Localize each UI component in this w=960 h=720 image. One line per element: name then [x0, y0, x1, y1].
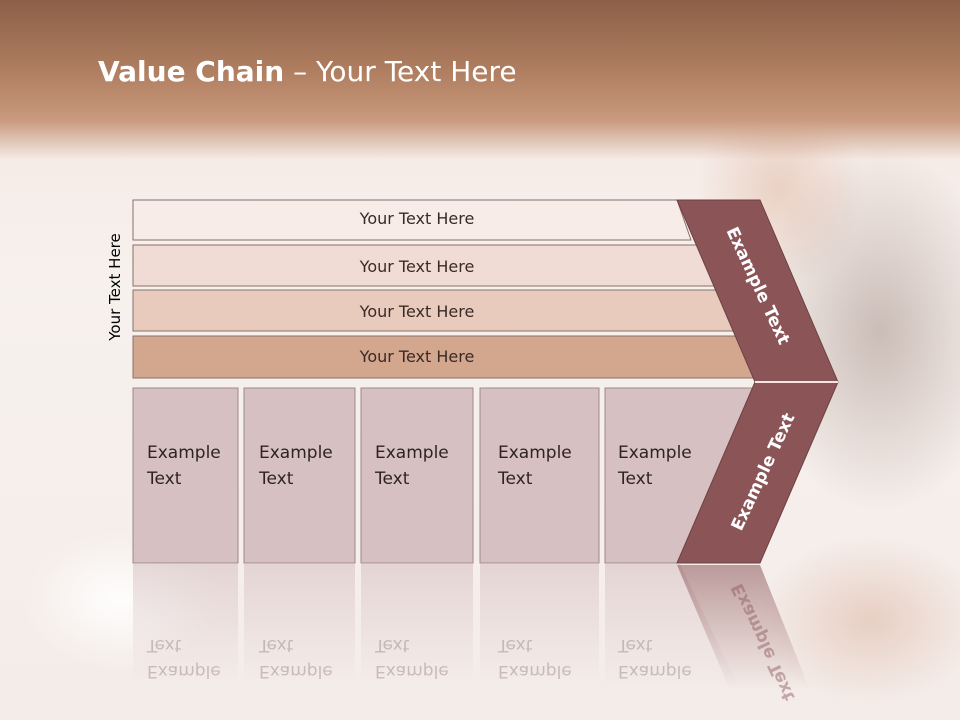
column-2-reflection-line2: Text [259, 635, 294, 655]
column-4-label-reflection: Example Text [498, 632, 572, 684]
title-rest: – Your Text Here [284, 55, 517, 88]
column-1-line1: Example [147, 443, 221, 463]
column-3-shape [360, 387, 474, 564]
column-5-reflection-line1: Example [618, 661, 692, 681]
row-3-label: Your Text Here [359, 302, 475, 321]
column-2-line1: Example [259, 443, 333, 463]
column-1-label: Example Text [147, 440, 221, 492]
slide-title: Value Chain – Your Text Here [98, 55, 517, 95]
column-4-reflection-line2: Text [498, 635, 533, 655]
column-1-reflection-line1: Example [147, 661, 221, 681]
column-3-reflection [361, 564, 473, 684]
column-3-label: Example Text [375, 440, 449, 492]
column-5-reflection-line2: Text [618, 635, 653, 655]
column-1-reflection [133, 564, 238, 684]
column-4-shape [479, 387, 600, 564]
column-3-line1: Example [375, 443, 449, 463]
row-1-shape [132, 199, 692, 241]
column-3-label-reflection: Example Text [375, 632, 449, 684]
column-2-reflection [244, 564, 355, 684]
column-2-label-reflection: Example Text [259, 632, 333, 684]
column-1-shape [132, 387, 239, 564]
column-3-reflection-line2: Text [375, 635, 410, 655]
column-4-reflection-line1: Example [498, 661, 572, 681]
column-5-line1: Example [618, 443, 692, 463]
column-4-line1: Example [498, 443, 572, 463]
column-4-line2: Text [498, 469, 533, 489]
column-5-line2: Text [618, 469, 653, 489]
column-1-line2: Text [147, 469, 182, 489]
column-3-reflection-line1: Example [375, 661, 449, 681]
title-bold: Value Chain [98, 55, 285, 88]
column-1-reflection-line2: Text [147, 635, 182, 655]
column-2-label: Example Text [259, 440, 333, 492]
column-2-reflection-line1: Example [259, 661, 333, 681]
chevron-reflection [677, 565, 810, 690]
row-4-label: Your Text Here [359, 347, 475, 366]
column-4-reflection [480, 564, 599, 684]
column-2-shape [243, 387, 356, 564]
column-4-label: Example Text [498, 440, 572, 492]
row-2-label: Your Text Here [359, 257, 475, 276]
column-5-reflection [605, 564, 740, 690]
column-1-label-reflection: Example Text [147, 632, 221, 684]
header-band [0, 0, 960, 160]
column-5-label-reflection: Example Text [618, 632, 692, 684]
column-3-line2: Text [375, 469, 410, 489]
column-5-label: Example Text [618, 440, 692, 492]
row-1-label: Your Text Here [359, 209, 475, 228]
column-2-line2: Text [259, 469, 294, 489]
